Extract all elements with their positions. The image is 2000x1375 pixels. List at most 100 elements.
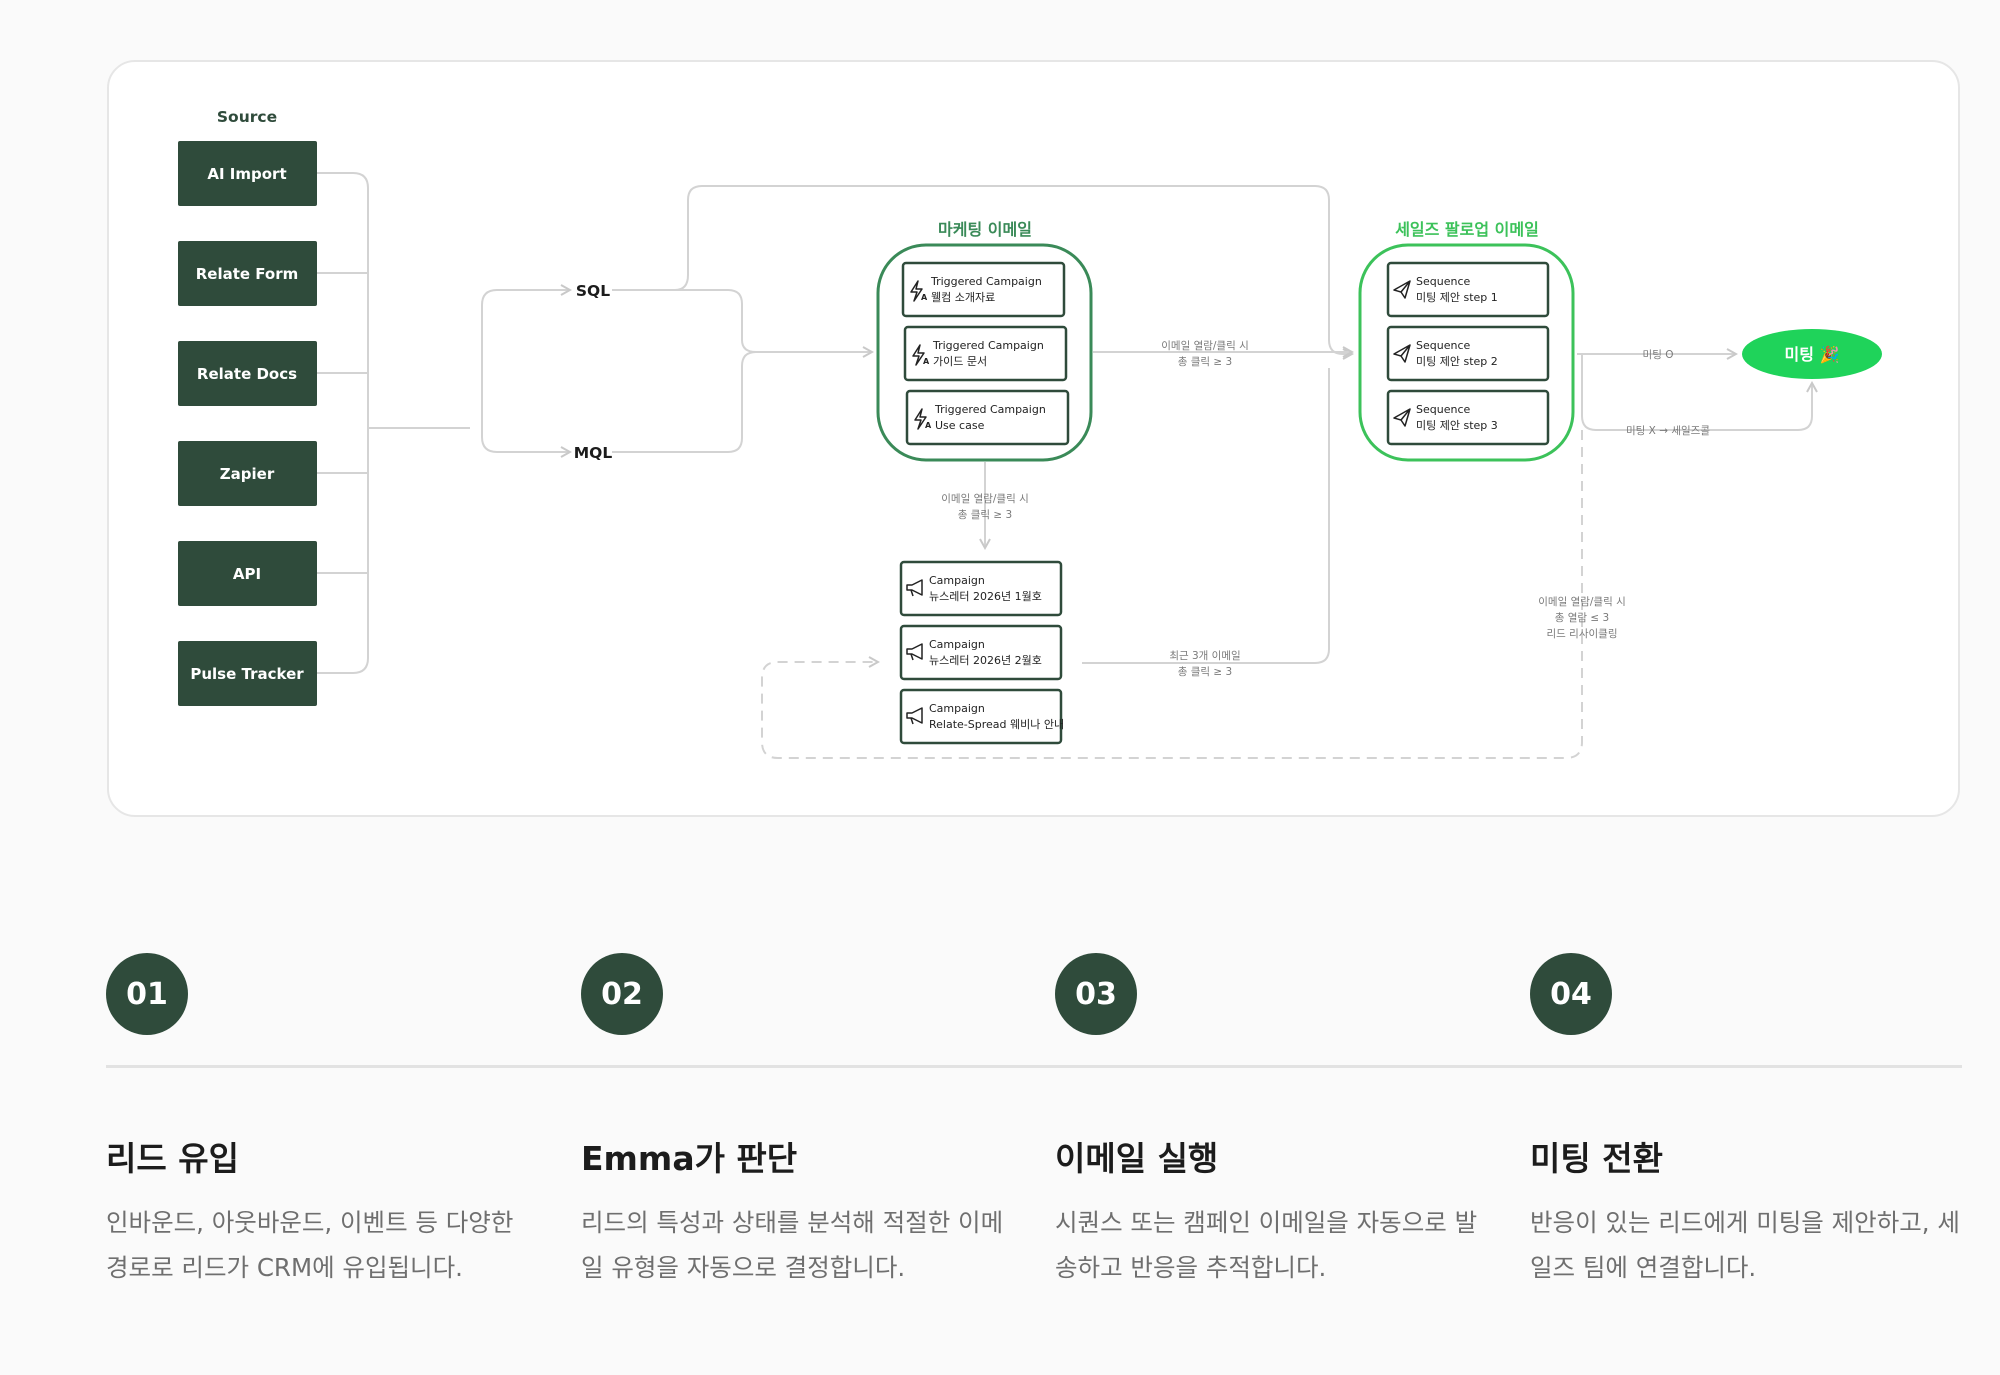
megaphone-icon — [906, 707, 923, 725]
source-box: Relate Docs — [178, 341, 317, 406]
step-1-number: 01 — [106, 953, 188, 1035]
campaign-item-title: Relate-Spread 웨비나 안내 — [929, 718, 1064, 731]
source-header: Source — [217, 108, 277, 126]
campaign-item: Campaign 뉴스레터 2026년 2월호 — [899, 624, 1063, 681]
step-2-title: Emma가 판단 — [581, 1139, 798, 1178]
marketing-email-item-bg — [905, 389, 1070, 446]
edge-label-recycle-1: 이메일 열람/클릭 시 — [1538, 595, 1626, 608]
campaign-item-bg — [899, 688, 1063, 745]
source-box-label: API — [233, 565, 261, 583]
edge-label-meeting-no: 미팅 X → 세일즈콜 — [1626, 424, 1710, 437]
step-2-description: 리드의 특성과 상태를 분석해 적절한 이메일 유형을 자동으로 결정합니다. — [581, 1208, 1004, 1282]
meeting-node-label: 미팅 🎉 — [1785, 345, 1840, 364]
source-box-bg — [178, 141, 317, 206]
send-icon — [1393, 408, 1411, 427]
source-box-label: Relate Form — [196, 265, 299, 283]
campaign-item-bg — [899, 560, 1063, 617]
step-3-number: 03 — [1055, 953, 1137, 1035]
sales-email-item-bg — [1386, 325, 1550, 382]
step-1: 01 — [106, 953, 556, 1035]
edge-label-mkt-campaign-2: 총 클릭 ≥ 3 — [958, 509, 1012, 521]
source-box: Zapier — [178, 441, 317, 506]
step-2-number: 02 — [581, 953, 663, 1035]
marketing-email-title: 마케팅 이메일 — [938, 220, 1032, 239]
edge-label-recycle-2: 총 열람 ≤ 3 — [1555, 611, 1609, 624]
source-box-label: Relate Docs — [197, 365, 297, 383]
marketing-email-item-title: 가이드 문서 — [933, 355, 987, 368]
marketing-email-item-title: 웰컴 소개자료 — [931, 291, 995, 304]
sales-email-item-bg — [1386, 261, 1550, 318]
edge-label-mkt-sales-1: 이메일 열람/클릭 시 — [1161, 339, 1249, 352]
edge-label-mkt-sales-2: 총 클릭 ≥ 3 — [1178, 356, 1232, 368]
step-4-title: 미팅 전환 — [1530, 1139, 1663, 1178]
send-icon — [1393, 280, 1411, 299]
source-box: Pulse Tracker — [178, 641, 317, 706]
sales-email-item: Sequence 미팅 제안 step 2 — [1386, 325, 1550, 382]
step-3-title: 이메일 실행 — [1055, 1139, 1219, 1178]
trigger-icon — [914, 408, 927, 430]
marketing-email-item-title: Use case — [935, 419, 985, 432]
campaign-item-type: Campaign — [929, 638, 985, 651]
sales-email-item-title: 미팅 제안 step 1 — [1416, 291, 1498, 304]
source-box-bg — [178, 241, 317, 306]
sales-email-item: Sequence 미팅 제안 step 1 — [1386, 261, 1550, 318]
trigger-icon-mark: A — [925, 421, 932, 430]
campaign-item-bg — [899, 624, 1063, 681]
edge-label-meeting-yes: 미팅 O — [1643, 349, 1674, 361]
sales-email-item-type: Sequence — [1416, 339, 1470, 352]
edge-label-campaign-sales-2: 총 클릭 ≥ 3 — [1178, 666, 1232, 678]
sales-email-item-bg — [1386, 389, 1550, 446]
edge-label-recycle-3: 리드 리사이클링 — [1547, 628, 1618, 640]
source-box-bg — [178, 541, 317, 606]
step-2: 02 — [581, 953, 1031, 1035]
meeting-node — [1742, 329, 1882, 379]
step-3-description: 시퀀스 또는 캠페인 이메일을 자동으로 발송하고 반응을 추적합니다. — [1055, 1208, 1478, 1282]
campaign-item-title: 뉴스레터 2026년 2월호 — [929, 654, 1042, 667]
trigger-icon — [912, 344, 925, 366]
step-3: 03 — [1055, 953, 1505, 1035]
sales-email-item-title: 미팅 제안 step 3 — [1416, 419, 1498, 432]
campaign-item-title: 뉴스레터 2026년 1월호 — [929, 590, 1042, 603]
source-box-label: AI Import — [207, 165, 286, 183]
sales-email-item-type: Sequence — [1416, 275, 1470, 288]
step-4-number: 04 — [1530, 953, 1612, 1035]
steps-divider — [106, 1065, 1962, 1068]
mql-label: MQL — [574, 444, 613, 462]
megaphone-icon — [906, 579, 923, 597]
source-box: API — [178, 541, 317, 606]
send-icon — [1393, 344, 1411, 363]
step-4: 04 — [1530, 953, 1980, 1035]
step-1-title: 리드 유입 — [106, 1139, 239, 1178]
trigger-icon-mark: A — [923, 357, 930, 366]
campaign-item-type: Campaign — [929, 574, 985, 587]
sql-label: SQL — [576, 282, 610, 300]
campaign-item: Campaign 뉴스레터 2026년 1월호 — [899, 560, 1063, 617]
step-1-description: 인바운드, 아웃바운드, 이벤트 등 다양한 경로로 리드가 CRM에 유입됩니… — [106, 1208, 514, 1282]
marketing-email-item-bg — [903, 325, 1068, 382]
sales-followup-title: 세일즈 팔로업 이메일 — [1395, 220, 1539, 239]
step-4-description: 반응이 있는 리드에게 미팅을 제안하고, 세일즈 팀에 연결합니다. — [1530, 1208, 1960, 1282]
source-box: AI Import — [178, 141, 317, 206]
source-box: Relate Form — [178, 241, 317, 306]
marketing-email-item-type: Triggered Campaign — [934, 403, 1046, 416]
trigger-icon — [910, 280, 923, 302]
source-box-bg — [178, 341, 317, 406]
trigger-icon-mark: A — [921, 293, 928, 302]
source-box-bg — [178, 641, 317, 706]
megaphone-icon — [906, 643, 923, 661]
edge-label-mkt-campaign-1: 이메일 열람/클릭 시 — [941, 492, 1029, 505]
campaign-item-type: Campaign — [929, 702, 985, 715]
source-box-label: Pulse Tracker — [190, 665, 304, 683]
edge-label-campaign-sales-1: 최근 3개 이메일 — [1169, 649, 1240, 662]
sales-email-item-type: Sequence — [1416, 403, 1470, 416]
source-box-bg — [178, 441, 317, 506]
sales-email-item-title: 미팅 제안 step 2 — [1416, 355, 1498, 368]
marketing-email-item-type: Triggered Campaign — [930, 275, 1042, 288]
marketing-email-item-type: Triggered Campaign — [932, 339, 1044, 352]
marketing-email-item-bg — [901, 261, 1066, 318]
